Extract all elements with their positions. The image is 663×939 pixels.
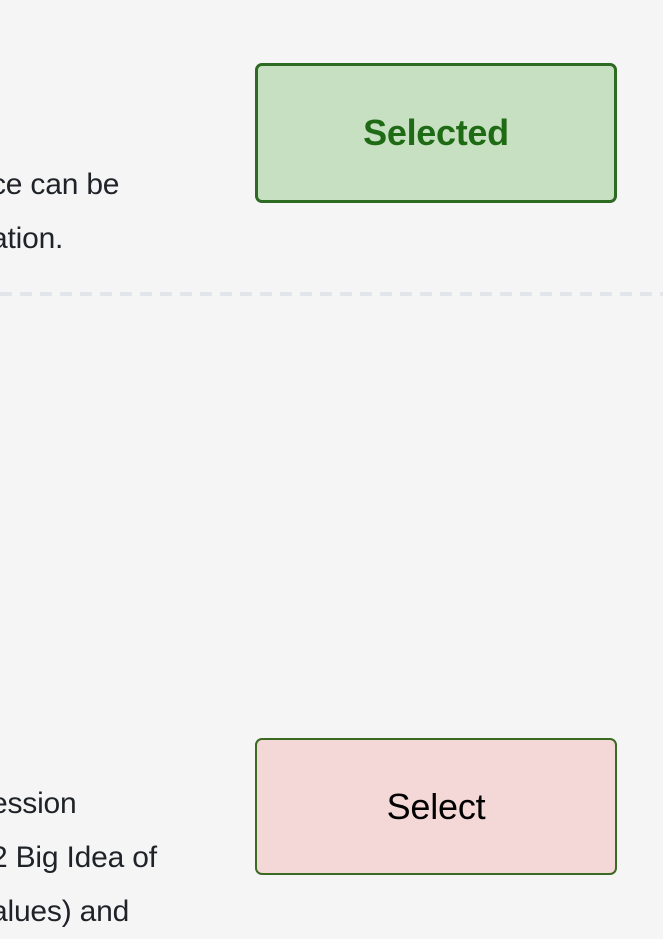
option-description: ce can be ation. (0, 158, 240, 266)
option-description-line: 2 Big Idea of (0, 841, 157, 874)
option-description-line: alues) and (0, 895, 130, 928)
option-description-line: ession (0, 787, 77, 820)
option-description: ession 2 Big Idea of alues) and (0, 777, 240, 939)
option-description-line: ation. (0, 222, 64, 255)
list-item: ce can be ation. Selected (0, 0, 663, 294)
row-divider (0, 292, 663, 296)
list-item: ession 2 Big Idea of alues) and Select (0, 295, 663, 928)
select-button[interactable]: Select (255, 738, 617, 875)
selected-button[interactable]: Selected (255, 63, 617, 203)
option-description-line: ce can be (0, 168, 120, 201)
